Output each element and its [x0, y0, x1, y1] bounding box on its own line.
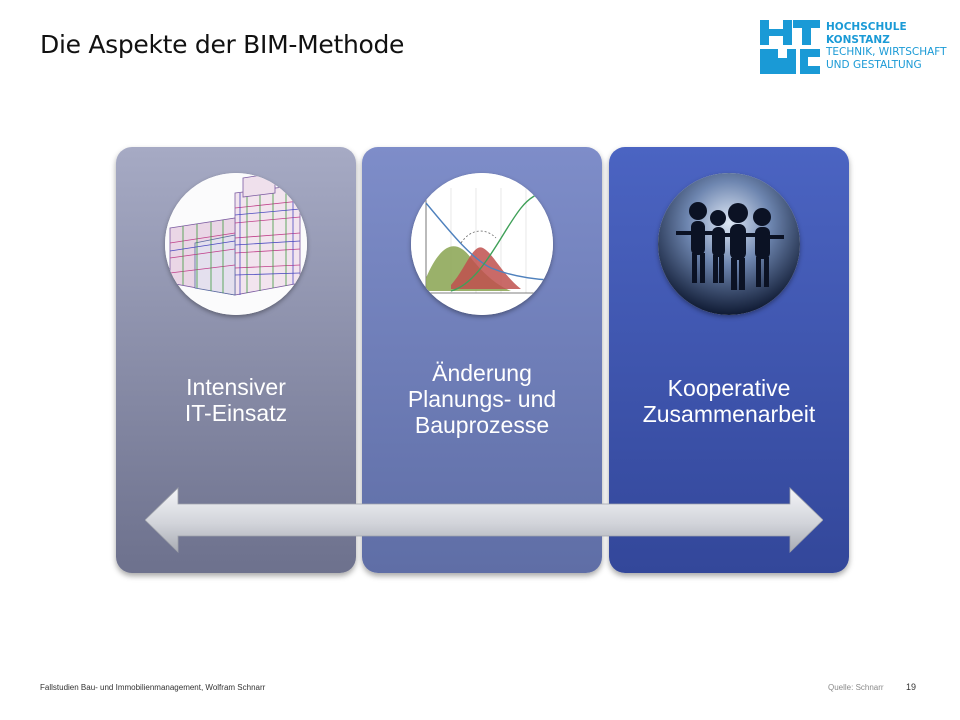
aspect-label-line: Planungs- und: [407, 386, 557, 412]
logo-line-1: HOCHSCHULE: [826, 21, 907, 33]
effort-curve-icon: [411, 173, 553, 315]
aspect-label-line: Zusammenarbeit: [642, 401, 816, 427]
aspect-label-line: IT-Einsatz: [184, 400, 288, 426]
aspect-label-line: Änderung: [432, 360, 532, 386]
logo-line-4: UND GESTALTUNG: [826, 58, 922, 71]
aspect-column-process: Änderung Planungs- und Bauprozesse: [362, 147, 602, 573]
logo-text: HOCHSCHULE KONSTANZ TECHNIK, WIRTSCHAFT …: [826, 21, 947, 71]
effort-curve-image: [411, 173, 553, 315]
aspect-label-cooperation: Kooperative Zusammenarbeit: [609, 375, 849, 427]
aspect-label-line: Intensiver: [186, 374, 286, 400]
footer-course: Fallstudien Bau- und Immobilienmanagemen…: [40, 683, 266, 692]
aspect-label-line: Bauprozesse: [414, 412, 550, 438]
slide-title: Die Aspekte der BIM-Methode: [40, 30, 405, 59]
people-chain-image: [658, 173, 800, 315]
page-number: 19: [906, 682, 917, 692]
footer-source: Quelle: Schnarr: [828, 683, 884, 692]
building-model-icon: [165, 173, 307, 315]
aspect-label-it: Intensiver IT-Einsatz: [116, 374, 356, 426]
aspect-label-process: Änderung Planungs- und Bauprozesse: [362, 360, 602, 438]
aspect-column-cooperation: Kooperative Zusammenarbeit: [609, 147, 849, 573]
logo-line-2: KONSTANZ: [826, 33, 890, 46]
double-arrow-icon: [145, 487, 823, 553]
logo-line-3: TECHNIK, WIRTSCHAFT: [826, 46, 947, 59]
aspect-label-line: Kooperative: [667, 375, 791, 401]
people-chain-icon: [658, 173, 800, 315]
htwg-logo-icon: [760, 20, 820, 74]
building-model-image: [165, 173, 307, 315]
aspect-column-it: Intensiver IT-Einsatz: [116, 147, 356, 573]
university-logo: HOCHSCHULE KONSTANZ TECHNIK, WIRTSCHAFT …: [760, 20, 950, 78]
